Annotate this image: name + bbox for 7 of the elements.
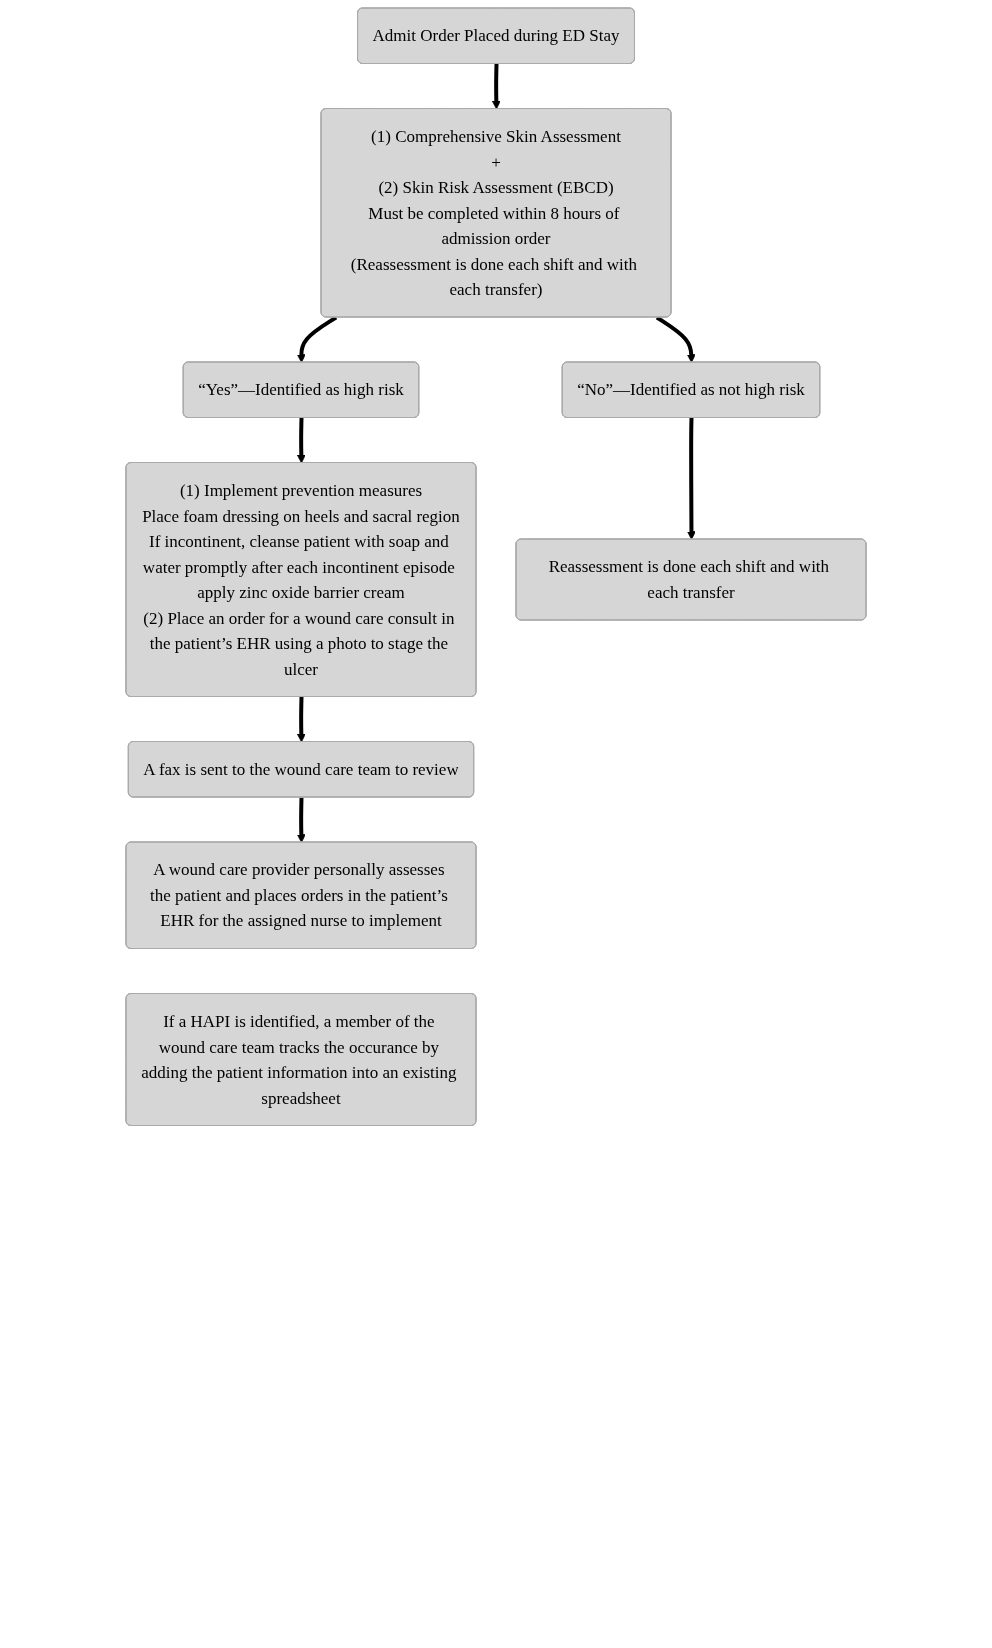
arrow [687, 417, 696, 540]
arrow [296, 417, 306, 464]
arrow [296, 315, 338, 363]
arrow [296, 696, 306, 743]
arrow [296, 797, 306, 843]
arrow [491, 63, 501, 110]
arrow [655, 315, 696, 363]
